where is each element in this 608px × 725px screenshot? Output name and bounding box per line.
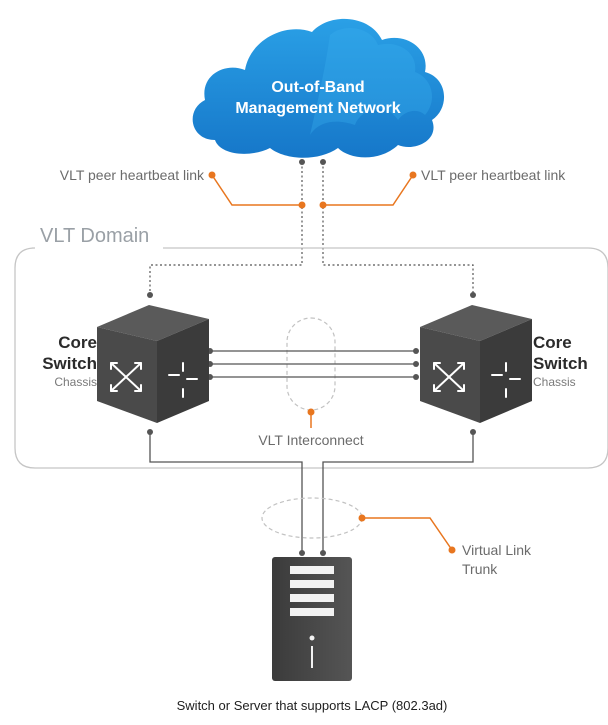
heartbeat-label-left: VLT peer heartbeat link (60, 167, 205, 183)
server-caption: Switch or Server that supports LACP (802… (177, 698, 448, 713)
cloud-port-right (320, 159, 326, 165)
trunk-label-line1: Virtual Link (462, 542, 532, 558)
management-cloud: Out-of-Band Management Network (192, 18, 445, 158)
trunk-links (149, 432, 474, 553)
heartbeat-callout-right: VLT peer heartbeat link (319, 167, 566, 209)
vlt-interconnect-links (210, 350, 416, 378)
interconnect-callout: VLT Interconnect (258, 408, 364, 448)
server-port-right (320, 550, 326, 556)
right-switch-title2: Switch (533, 354, 588, 373)
interconnect-label: VLT Interconnect (258, 432, 363, 448)
left-switch-title2: Switch (42, 354, 97, 373)
cloud-title-line2: Management Network (235, 100, 400, 117)
right-switch-label: Core Switch Chassis (533, 333, 588, 389)
right-core-switch (420, 305, 532, 423)
right-switch-subtitle: Chassis (533, 375, 576, 389)
vlt-domain-box (14, 247, 608, 469)
left-switch-downlink-port (147, 429, 153, 435)
trunk-callout: Virtual Link Trunk (358, 514, 532, 577)
right-switch-mgmt-port (470, 292, 476, 298)
vlt-domain-label: VLT Domain (40, 225, 149, 247)
trunk-label-line2: Trunk (462, 561, 498, 577)
right-switch-title1: Core (533, 333, 572, 352)
left-switch-title1: Core (58, 333, 97, 352)
left-core-switch (97, 305, 209, 423)
heartbeat-links (149, 162, 474, 293)
server-port-left (299, 550, 305, 556)
cloud-title-line1: Out-of-Band (271, 79, 364, 96)
right-switch-downlink-port (470, 429, 476, 435)
left-switch-label: Core Switch Chassis (42, 333, 97, 389)
left-switch-mgmt-port (147, 292, 153, 298)
left-switch-subtitle: Chassis (54, 375, 97, 389)
heartbeat-callout-left: VLT peer heartbeat link (60, 167, 306, 209)
server-icon (272, 557, 352, 681)
heartbeat-label-right: VLT peer heartbeat link (421, 167, 566, 183)
cloud-port-left (299, 159, 305, 165)
virtual-link-trunk-ellipse (261, 497, 363, 539)
